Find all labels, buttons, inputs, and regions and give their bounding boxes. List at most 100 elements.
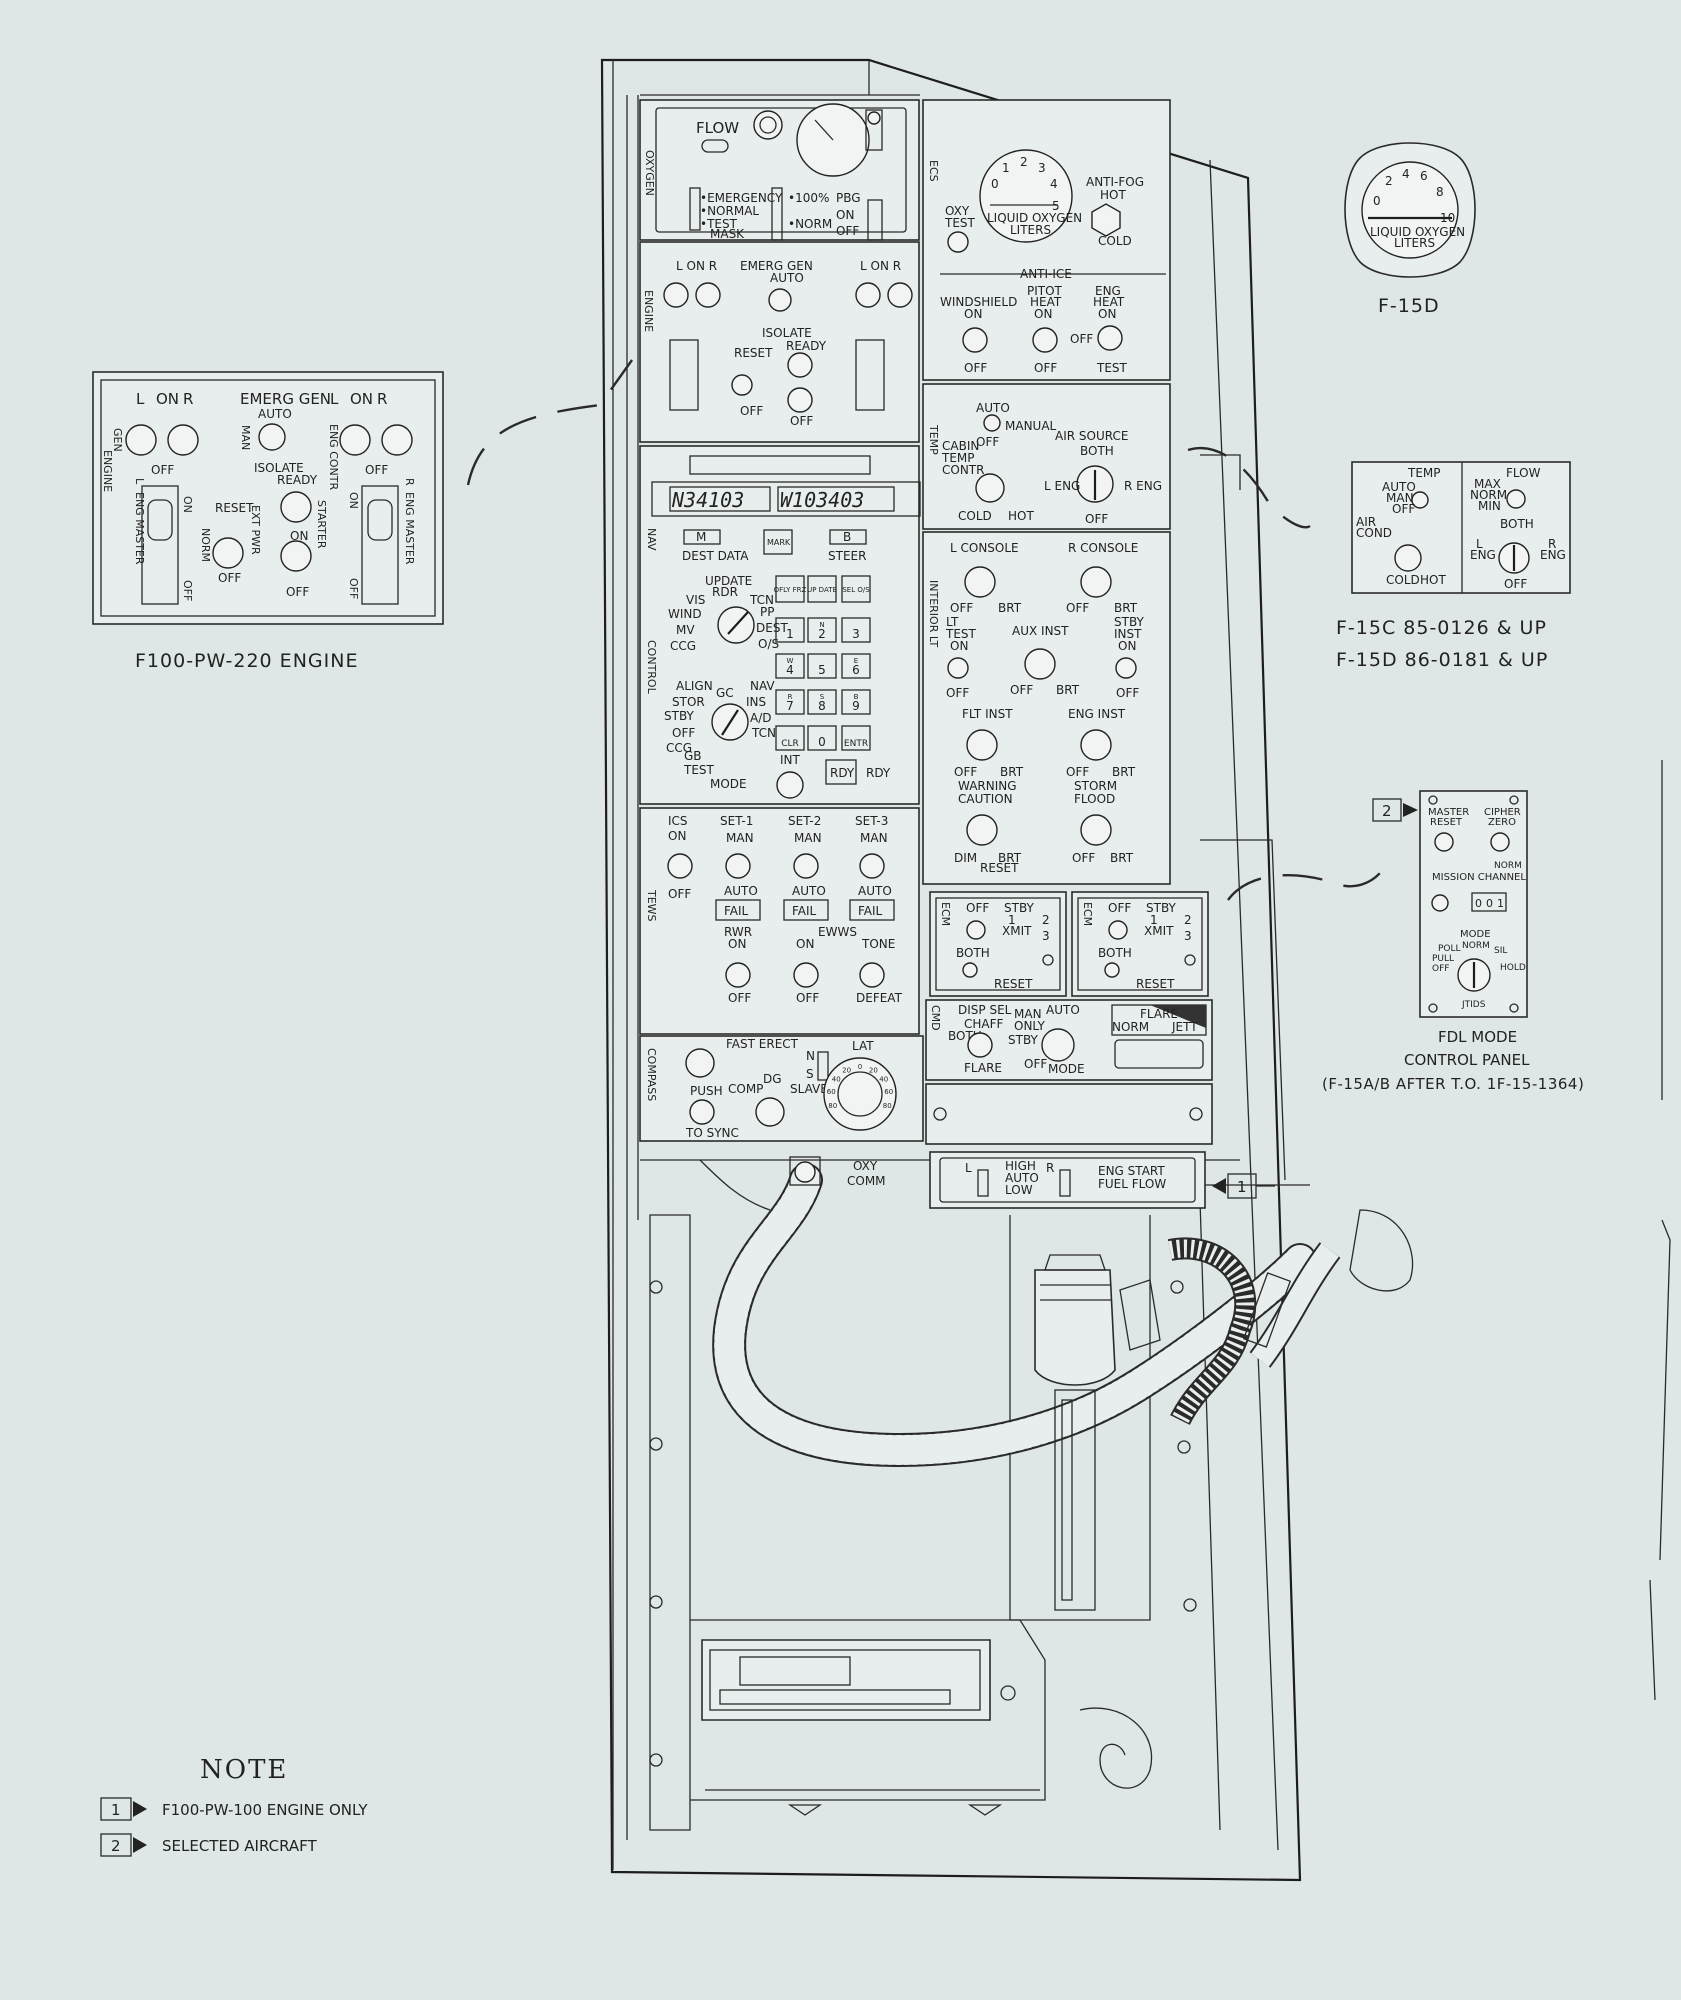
ns-switch[interactable]	[817, 1051, 829, 1081]
air-cond-knob[interactable]	[1394, 544, 1422, 572]
nav-key[interactable]	[775, 725, 805, 751]
nav-func-key[interactable]	[841, 575, 871, 603]
temp-mode-switch-variant[interactable]	[1411, 491, 1429, 509]
compass-mode-knob[interactable]	[755, 1097, 785, 1127]
svg-text:ENG MASTER: ENG MASTER	[133, 492, 146, 565]
gen-r-switch[interactable]	[167, 424, 199, 456]
gen-left-switch[interactable]	[663, 282, 689, 308]
nav-key[interactable]	[807, 689, 837, 715]
nav-func-key[interactable]	[807, 575, 837, 603]
fuel-flow-switch-right[interactable]	[1059, 1169, 1071, 1197]
ecm-mode-knob[interactable]	[1108, 920, 1128, 940]
nav-m-button[interactable]	[683, 529, 721, 545]
nav-b-button[interactable]	[829, 529, 867, 545]
nav-key[interactable]	[841, 725, 871, 751]
svg-text:L CONSOLE: L CONSOLE	[950, 541, 1019, 555]
gen2-right-switch[interactable]	[887, 282, 913, 308]
ewws-switch[interactable]	[793, 962, 819, 988]
cmd-mode-knob[interactable]	[1041, 1028, 1075, 1062]
set3-switch[interactable]	[859, 853, 885, 879]
disp-sel-switch[interactable]	[967, 1032, 993, 1058]
nav-mode-selector[interactable]	[711, 703, 749, 741]
ics-switch[interactable]	[667, 853, 693, 879]
r-console-knob[interactable]	[1080, 566, 1112, 598]
tone-switch[interactable]	[859, 962, 885, 988]
rdy-key[interactable]	[825, 759, 857, 785]
svg-text:TEWS: TEWS	[645, 889, 658, 922]
ecm-both-switch[interactable]	[1104, 962, 1120, 978]
pitot-heat-switch[interactable]	[1032, 327, 1058, 353]
svg-text:ON: ON	[1098, 307, 1116, 321]
nav-key[interactable]	[841, 653, 871, 679]
gen2-left-switch[interactable]	[855, 282, 881, 308]
eng-contr-r-switch[interactable]	[381, 424, 413, 456]
oxy-comm-connector[interactable]	[794, 1161, 816, 1183]
nav-func-key[interactable]	[775, 575, 805, 603]
l-console-knob[interactable]	[964, 566, 996, 598]
nav-key[interactable]	[841, 617, 871, 643]
cabin-temp-knob[interactable]	[975, 473, 1005, 503]
eng-master-r-detail[interactable]	[361, 485, 399, 605]
eng-inst-knob[interactable]	[1080, 729, 1112, 761]
gen-right-switch[interactable]	[695, 282, 721, 308]
set2-switch[interactable]	[793, 853, 819, 879]
nav-key[interactable]	[841, 689, 871, 715]
fdl-channel-readout	[1471, 892, 1507, 912]
flow-switch[interactable]	[1506, 489, 1526, 509]
starter-switch-detail[interactable]	[280, 540, 312, 572]
set1-switch[interactable]	[725, 853, 751, 879]
svg-text:DEFEAT: DEFEAT	[856, 991, 903, 1005]
flare-mode-switch[interactable]	[1114, 1039, 1204, 1069]
warning-caution-knob[interactable]	[966, 814, 998, 846]
nav-int-knob[interactable]	[776, 771, 804, 799]
starter-switch[interactable]	[787, 387, 813, 413]
eng-contr-l-switch[interactable]	[339, 424, 371, 456]
push-to-sync-button[interactable]	[689, 1099, 715, 1125]
ecm-mode-knob[interactable]	[966, 920, 986, 940]
gen-l-switch[interactable]	[125, 424, 157, 456]
pbg-switch[interactable]	[867, 199, 883, 241]
temp-mode-switch[interactable]	[983, 414, 1001, 432]
antifog-switch[interactable]	[1091, 203, 1121, 237]
eng-heat-switch[interactable]	[1097, 325, 1123, 351]
eng-master-right[interactable]	[855, 339, 885, 411]
diluter-lever[interactable]	[771, 187, 783, 241]
rwr-switch[interactable]	[725, 962, 751, 988]
svg-text:CONTR: CONTR	[942, 463, 984, 477]
fuel-flow-switch-left[interactable]	[977, 1169, 989, 1197]
aux-inst-knob[interactable]	[1024, 648, 1056, 680]
eng-master-left[interactable]	[669, 339, 699, 411]
stby-inst-switch[interactable]	[1115, 657, 1137, 679]
nav-key[interactable]	[775, 653, 805, 679]
ecm-both-switch[interactable]	[962, 962, 978, 978]
windshield-switch[interactable]	[962, 327, 988, 353]
nav-key[interactable]	[775, 689, 805, 715]
svg-text:HIGH: HIGH	[1005, 1159, 1036, 1173]
nav-key[interactable]	[807, 653, 837, 679]
fdl-cipher-zero[interactable]	[1490, 832, 1510, 852]
oxygen-supply-lever[interactable]	[753, 110, 783, 140]
eng-master-l-detail[interactable]	[141, 485, 179, 605]
emerg-gen-switch[interactable]	[768, 288, 792, 312]
oxy-test-button[interactable]	[947, 231, 969, 253]
mark-button[interactable]	[763, 529, 793, 555]
engine-side-label: ENGINE	[642, 290, 655, 332]
emerg-gen-switch-detail[interactable]	[258, 423, 286, 451]
temp-flow-caption-2: F-15D 86-0181 & UP	[1336, 649, 1548, 671]
lt-test-switch[interactable]	[947, 657, 969, 679]
nav-key[interactable]	[807, 725, 837, 751]
nav-key[interactable]	[775, 617, 805, 643]
engine-ready: READY	[786, 339, 827, 353]
fdl-master-reset[interactable]	[1434, 832, 1454, 852]
eng-reset-switch-detail[interactable]	[212, 537, 244, 569]
flt-inst-knob[interactable]	[966, 729, 998, 761]
nav-key[interactable]	[807, 617, 837, 643]
nav-data-selector[interactable]	[717, 606, 755, 644]
storm-flood-knob[interactable]	[1080, 814, 1112, 846]
anti-ice-label: ANTI-ICE	[1020, 267, 1072, 281]
fast-erect-button[interactable]	[685, 1048, 715, 1078]
eng-contr-switch[interactable]	[731, 374, 753, 396]
lat-dial[interactable]	[823, 1057, 897, 1131]
fdl-channel-knob[interactable]	[1431, 894, 1449, 912]
